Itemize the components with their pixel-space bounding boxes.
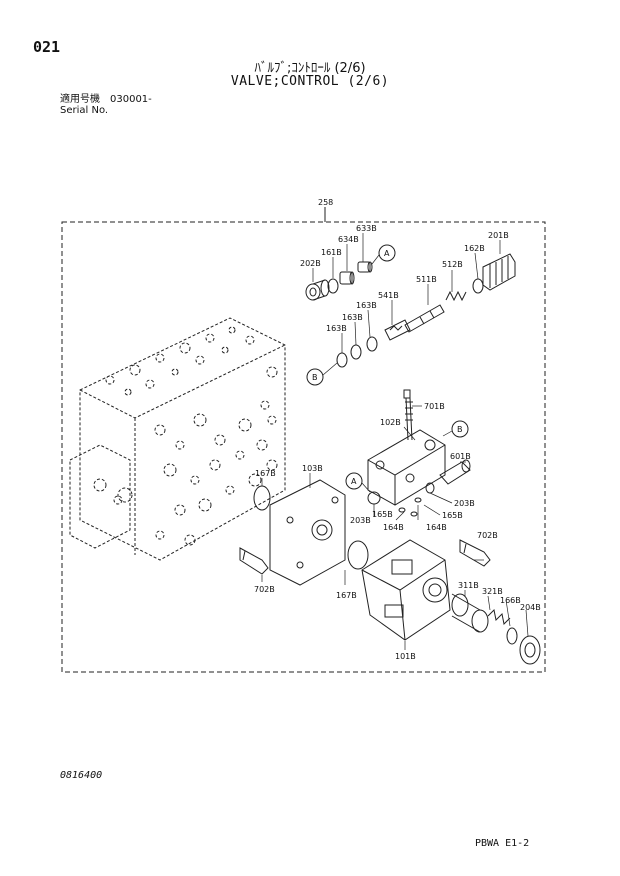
title-japanese: ﾊﾞﾙﾌﾞ;ｺﾝﾄﾛｰﾙ (2/6)	[254, 61, 366, 76]
oring-164b-left	[410, 511, 418, 517]
label-102b: 102B	[380, 418, 401, 427]
oring-165b-left	[398, 507, 406, 513]
label-165b-right: 165B	[442, 511, 463, 520]
label-103b: 103B	[302, 464, 323, 473]
spring-512b	[445, 290, 467, 302]
label-702b-left: 702B	[254, 585, 275, 594]
label-633b: 633B	[356, 224, 377, 233]
callout-b-right-letter: B	[457, 425, 463, 434]
label-163b-2: 163B	[342, 313, 363, 322]
label-541b: 541B	[378, 291, 399, 300]
callout-b-left	[306, 368, 324, 386]
label-101b: 101B	[395, 652, 416, 661]
label-203b-left: 203B	[350, 516, 371, 525]
page-code: PBWA E1-2	[475, 838, 530, 849]
oring-167b-left	[253, 485, 271, 511]
callout-a-bottom-letter: A	[351, 477, 357, 486]
serial-label-en: Serial No.	[60, 105, 109, 116]
plug-601b	[439, 459, 471, 485]
oring-163b-1	[366, 336, 378, 352]
oring-166b	[506, 627, 518, 645]
callout-a-bottom	[345, 472, 363, 490]
label-258: 258	[318, 198, 333, 207]
label-702b-right: 702B	[477, 531, 498, 540]
oring-164b-right	[414, 497, 422, 503]
callout-b-left-letter: B	[312, 373, 318, 382]
bolt-702b-right	[459, 539, 491, 567]
bolt-701b	[403, 389, 413, 441]
label-165b-left: 165B	[372, 510, 393, 519]
spool-511b	[404, 304, 445, 333]
oring-163b-2	[350, 344, 362, 360]
label-311b: 311B	[458, 581, 479, 590]
label-163b-3: 163B	[326, 324, 347, 333]
sleeve-541b	[384, 319, 411, 341]
oring-163b-3	[336, 352, 348, 368]
sleeve-634b	[339, 271, 355, 285]
title-english: VALVE;CONTROL (2/6)	[230, 74, 390, 89]
label-167b-left: 167B	[255, 469, 276, 478]
label-162b: 162B	[464, 244, 485, 253]
callout-a-top-letter: A	[384, 249, 390, 258]
plug-204b	[519, 635, 541, 665]
oring-161b	[327, 278, 339, 294]
label-163b-1: 163B	[356, 301, 377, 310]
label-201b: 201B	[488, 231, 509, 240]
oring-167b-right	[347, 540, 369, 570]
valve-body-block	[69, 317, 286, 561]
callout-b-right	[451, 420, 469, 438]
housing-101b	[361, 539, 451, 641]
label-203b-right: 203B	[454, 499, 475, 508]
oring-162b	[472, 278, 484, 294]
label-202b: 202B	[300, 259, 321, 268]
label-164b-right: 164B	[426, 523, 447, 532]
bolt-702b-left	[239, 547, 269, 575]
serial-value: 030001-	[110, 94, 152, 105]
plug-201b	[482, 253, 516, 291]
spring-311b	[451, 593, 489, 633]
part-633b	[357, 261, 373, 273]
page-number: 021	[33, 38, 61, 56]
callout-a-top	[378, 244, 396, 262]
serial-label-jp: 適用号機	[60, 94, 100, 105]
label-164b-left: 164B	[383, 523, 404, 532]
label-204b: 204B	[520, 603, 541, 612]
label-701b: 701B	[424, 402, 445, 411]
serial-info: 適用号機 030001- Serial No.	[60, 94, 152, 116]
assembly-boundary	[61, 221, 546, 673]
label-512b: 512B	[442, 260, 463, 269]
figure-number: 0816400	[60, 770, 103, 781]
label-161b: 161B	[321, 248, 342, 257]
label-321b: 321B	[482, 587, 503, 596]
plate-103b	[269, 479, 346, 586]
cover-102b	[367, 429, 446, 506]
spring-321b	[487, 608, 511, 626]
label-166b: 166B	[500, 596, 521, 605]
plug-202b	[305, 279, 330, 301]
label-601b: 601B	[450, 452, 471, 461]
label-511b: 511B	[416, 275, 437, 284]
label-634b: 634B	[338, 235, 359, 244]
label-167b-right: 167B	[336, 591, 357, 600]
